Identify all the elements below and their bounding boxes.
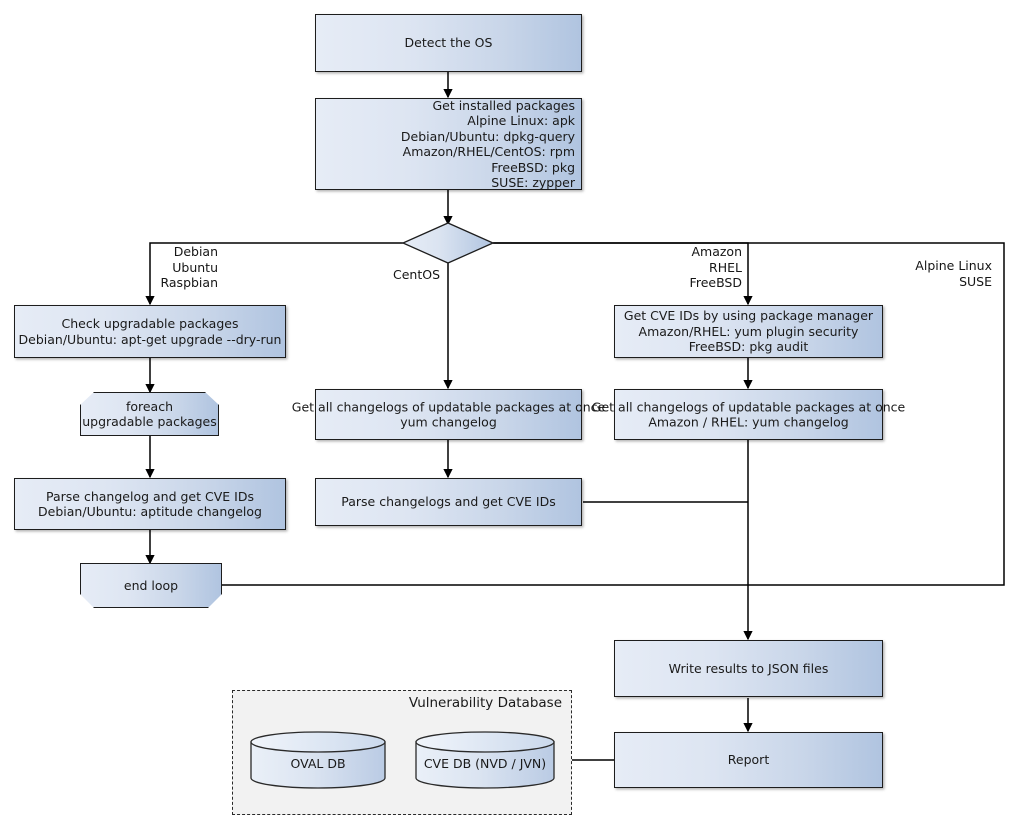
node-get-installed-packages[interactable]: Get installed packages Alpine Linux: apk… <box>315 98 582 190</box>
node-detect-os[interactable]: Detect the OS <box>315 14 582 72</box>
node-end-loop[interactable]: end loop <box>80 563 222 608</box>
database-oval[interactable]: OVAL DB <box>250 731 386 789</box>
node-check-upgradable[interactable]: Check upgradable packages Debian/Ubuntu:… <box>14 305 286 358</box>
node-changelogs-amazon[interactable]: Get all changelogs of updatable packages… <box>592 389 905 440</box>
node-get-cve-package-manager[interactable]: Get CVE IDs by using package manager Ama… <box>614 305 883 358</box>
node-parse-changelog-debian-label: Parse changelog and get CVE IDs Debian/U… <box>38 488 262 520</box>
edge-decision-alpine <box>493 242 1005 586</box>
edge-decision-debian <box>145 242 403 306</box>
branch-label-alpine: Alpine Linux SUSE <box>915 258 992 289</box>
node-end-loop-label: end loop <box>123 577 179 593</box>
node-report[interactable]: Report <box>614 732 883 788</box>
node-os-decision[interactable] <box>400 220 496 266</box>
node-changelogs-amazon-label: Get all changelogs of updatable packages… <box>591 399 906 430</box>
node-get-installed-packages-label: Get installed packages Alpine Linux: apk… <box>400 97 575 191</box>
node-get-cve-package-manager-label: Get CVE IDs by using package manager Ama… <box>623 308 874 355</box>
node-check-upgradable-label: Check upgradable packages Debian/Ubuntu:… <box>18 316 282 347</box>
branch-label-debian: Debian Ubuntu Raspbian <box>160 244 218 290</box>
node-parse-changelogs-centos[interactable]: Parse changelogs and get CVE IDs <box>315 478 582 526</box>
node-write-json-label: Write results to JSON files <box>668 660 829 676</box>
node-changelogs-centos[interactable]: Get all changelogs of updatable packages… <box>292 389 605 440</box>
node-parse-changelogs-centos-label: Parse changelogs and get CVE IDs <box>341 494 556 510</box>
branch-label-centos: CentOS <box>392 267 440 282</box>
node-foreach-loop-start-label: foreach upgradable packages <box>82 398 217 429</box>
node-parse-changelog-debian[interactable]: Parse changelog and get CVE IDs Debian/U… <box>14 478 286 530</box>
node-report-label: Report <box>727 752 770 768</box>
node-detect-os-label: Detect the OS <box>404 35 493 51</box>
database-cve[interactable]: CVE DB (NVD / JVN) <box>415 731 555 789</box>
node-foreach-loop-start[interactable]: foreach upgradable packages <box>80 392 219 436</box>
branch-label-amazon: Amazon RHEL FreeBSD <box>689 244 742 290</box>
node-write-json[interactable]: Write results to JSON files <box>614 640 883 697</box>
vulnerability-database-title: Vulnerability Database <box>408 695 562 711</box>
node-changelogs-centos-label: Get all changelogs of updatable packages… <box>291 399 606 430</box>
